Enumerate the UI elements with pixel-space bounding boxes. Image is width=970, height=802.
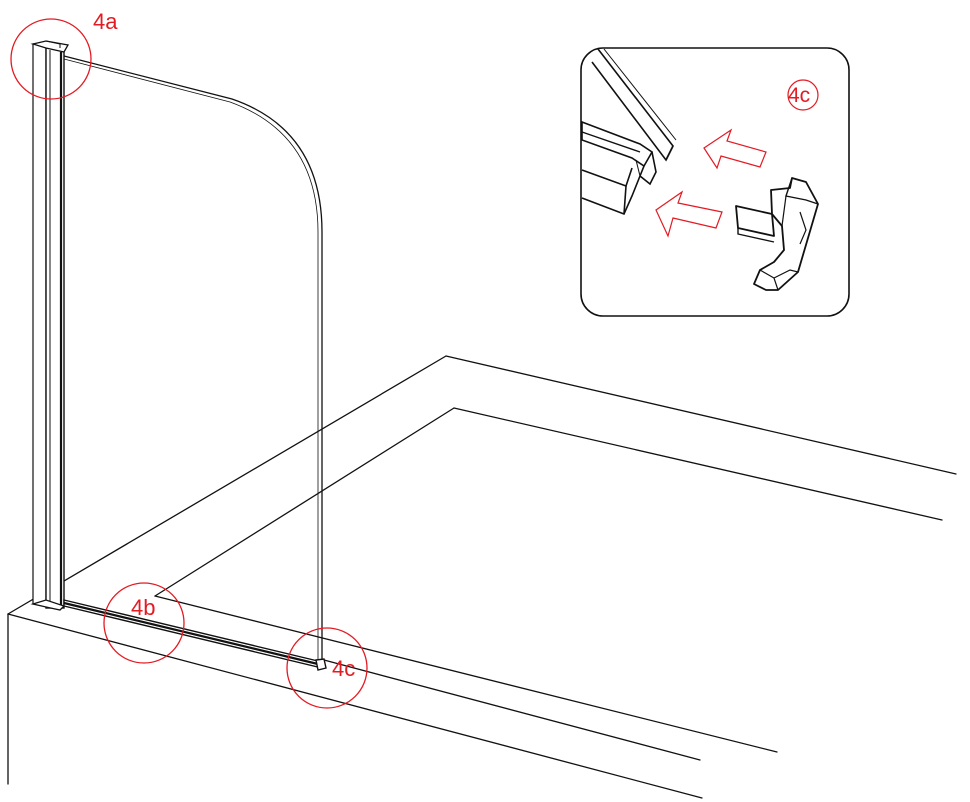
bottom-seal — [63, 599, 327, 671]
bathtub-outer-front — [7, 613, 703, 799]
callout-4c-circle — [286, 627, 368, 709]
bathtub — [7, 355, 957, 799]
arrow-right-outline-icon — [655, 190, 723, 238]
shower-screen — [30, 40, 327, 671]
detail-inset-label: 4c — [788, 84, 810, 107]
callout-4b-label: 4b — [131, 595, 155, 620]
bathtub-inner-right — [453, 407, 943, 521]
callout-4b-circle — [103, 582, 185, 664]
detail-inset-frame — [580, 47, 850, 317]
glass-panel — [63, 55, 323, 665]
bathtub-lip-edge — [323, 659, 701, 761]
detail-inset-4c: 4c — [580, 47, 850, 317]
callout-4a-label: 4a — [93, 9, 118, 34]
callout-4a-circle — [10, 18, 92, 100]
bathtub-rim-back-right — [445, 355, 957, 475]
callout-4c: 4c — [286, 627, 368, 709]
detail-seal-profile — [581, 120, 657, 216]
callout-4a: 4a — [10, 9, 118, 100]
bathtub-inner-left — [154, 407, 455, 597]
end-cap-icon — [735, 177, 819, 291]
bathtub-inner-front — [154, 595, 778, 753]
callout-4b: 4b — [103, 582, 185, 664]
detail-glass-edge — [591, 48, 677, 162]
arrow-right-outline-icon — [703, 128, 767, 170]
bathtub-rim-back-left — [7, 355, 447, 615]
callout-4c-label: 4c — [332, 656, 355, 681]
wall-profile — [30, 40, 70, 611]
detail-inset-label-circle — [787, 79, 819, 111]
